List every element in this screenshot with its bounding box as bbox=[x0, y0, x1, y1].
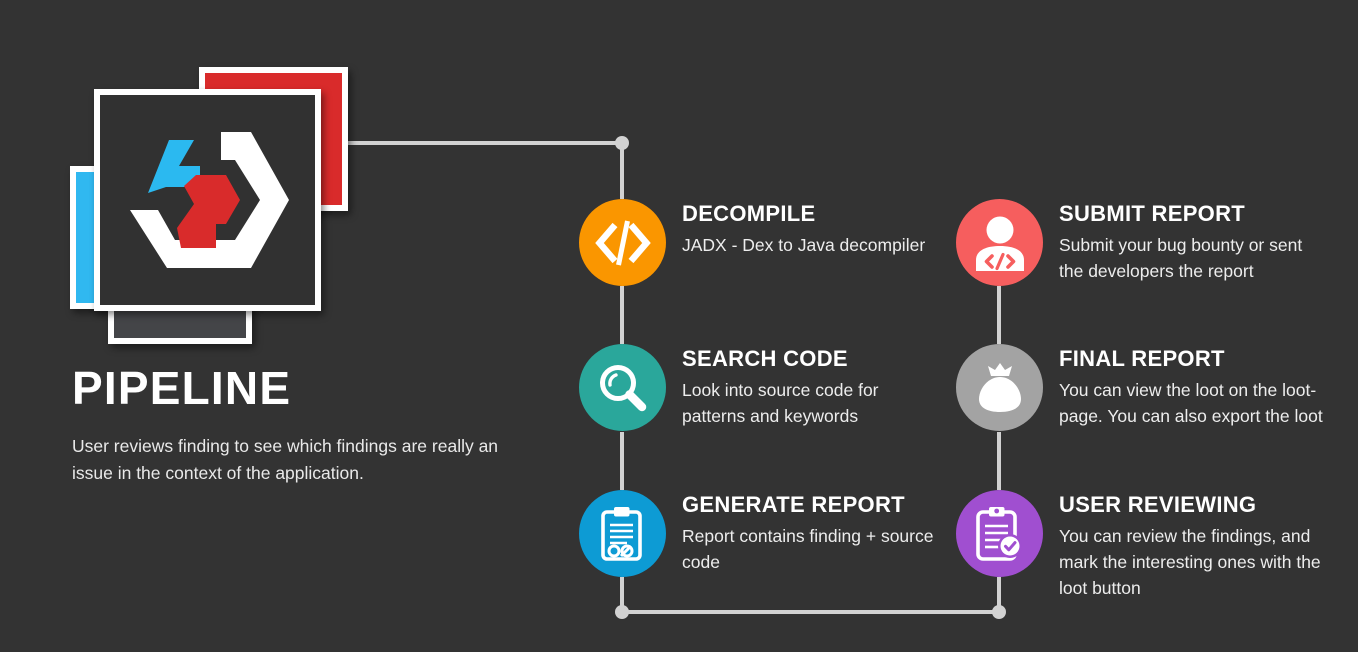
step-final-report-text: FINAL REPORT You can view the loot on th… bbox=[1059, 346, 1325, 430]
step-search-code-title: SEARCH CODE bbox=[682, 346, 848, 371]
connector-dot-bottom-right bbox=[992, 605, 1006, 619]
clipboard-code-icon bbox=[600, 506, 642, 561]
step-user-reviewing-title: USER REVIEWING bbox=[1059, 492, 1257, 517]
connector-bottom-rail bbox=[620, 577, 1001, 614]
page-subtitle: User reviews finding to see which findin… bbox=[72, 436, 499, 484]
step-decompile-description: JADX - Dex to Java decompiler bbox=[682, 235, 926, 256]
step-search-code-text: SEARCH CODE Look into source code for pa… bbox=[682, 346, 934, 430]
pipeline-hexagon-logo-icon bbox=[130, 132, 289, 268]
connector-dot-bottom-left bbox=[615, 605, 629, 619]
step-generate-report-text: GENERATE REPORT Report contains finding … bbox=[682, 492, 934, 576]
step-final-report-description: You can view the loot on the loot-page. … bbox=[1059, 380, 1323, 427]
page-title: PIPELINE bbox=[72, 362, 292, 414]
step-user-reviewing-text: USER REVIEWING You can review the findin… bbox=[1059, 492, 1325, 602]
step-generate-report-title: GENERATE REPORT bbox=[682, 492, 905, 517]
magnifying-glass-icon bbox=[599, 364, 646, 411]
step-decompile-badge[interactable] bbox=[579, 199, 666, 286]
step-submit-report-description: Submit your bug bounty or sent the devel… bbox=[1059, 235, 1303, 282]
clipboard-check-icon bbox=[975, 506, 1022, 561]
connector-dot-top-left bbox=[615, 136, 629, 150]
logo-white-segment bbox=[130, 132, 289, 268]
step-generate-report-description: Report contains finding + source code bbox=[682, 526, 934, 573]
step-search-code-badge[interactable] bbox=[579, 344, 666, 431]
code-brackets-icon bbox=[594, 219, 651, 266]
logo-red-segment bbox=[177, 175, 240, 248]
step-final-report-title: FINAL REPORT bbox=[1059, 346, 1225, 371]
money-bag-icon bbox=[978, 362, 1021, 412]
step-submit-report-text: SUBMIT REPORT Submit your bug bounty or … bbox=[1059, 201, 1325, 285]
step-submit-report-badge[interactable] bbox=[956, 199, 1043, 286]
step-search-code-description: Look into source code for patterns and k… bbox=[682, 380, 879, 427]
logo-card-stack bbox=[0, 0, 400, 360]
step-decompile-title: DECOMPILE bbox=[682, 201, 816, 226]
step-final-report-badge[interactable] bbox=[956, 344, 1043, 431]
step-user-reviewing-badge[interactable] bbox=[956, 490, 1043, 577]
step-generate-report-badge[interactable] bbox=[579, 490, 666, 577]
logo-cyan-segment bbox=[148, 140, 200, 193]
step-user-reviewing-description: You can review the findings, and mark th… bbox=[1059, 526, 1321, 598]
person-code-icon bbox=[975, 216, 1024, 271]
headline-block: PIPELINE User reviews finding to see whi… bbox=[72, 365, 542, 487]
step-decompile-text: DECOMPILE JADX - Dex to Java decompiler bbox=[682, 201, 934, 259]
step-submit-report-title: SUBMIT REPORT bbox=[1059, 201, 1246, 226]
